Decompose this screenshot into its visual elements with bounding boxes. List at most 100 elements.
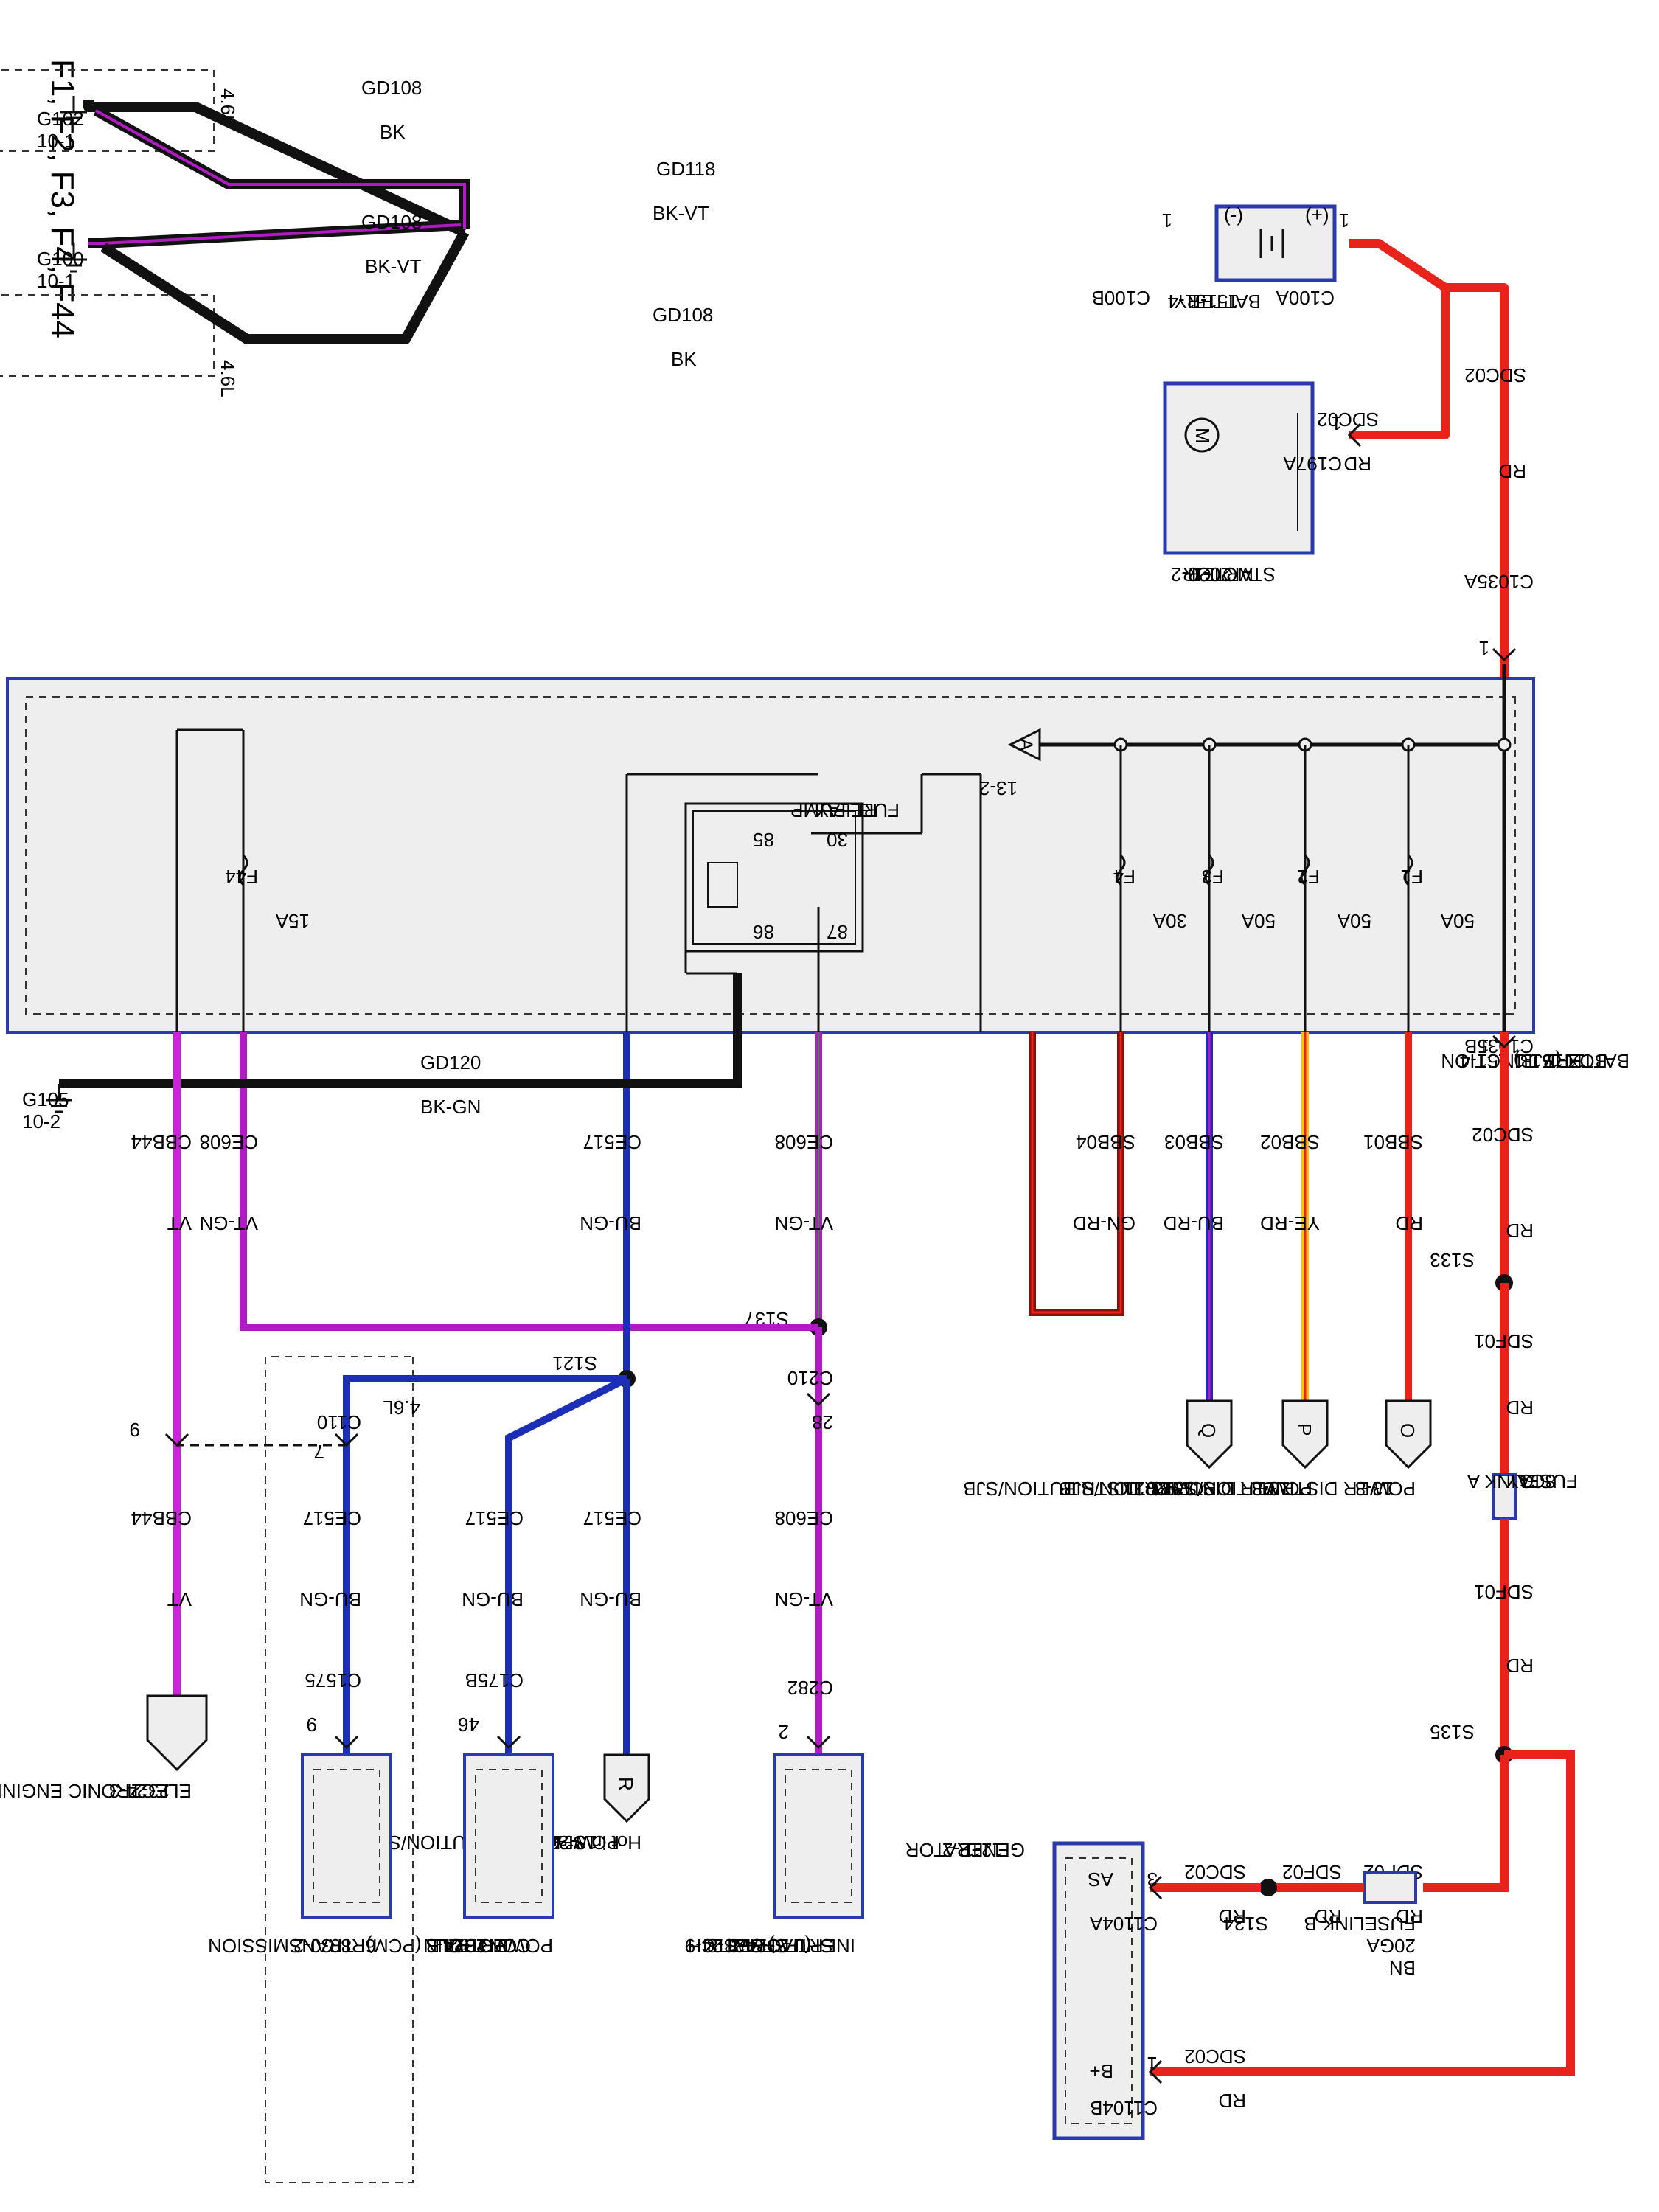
trans-ref: 30-2	[293, 1935, 332, 1957]
sdc02-bat-circuit: SDC02	[1464, 364, 1526, 386]
gd118-color: BK-VT	[653, 202, 709, 224]
sbb03-circuit: SBB03	[1164, 1131, 1224, 1153]
c175b-pin: 46	[458, 1714, 479, 1736]
ce517-c-circuit: CE517	[465, 1507, 524, 1529]
wire-sdf02-a	[1423, 1755, 1509, 1892]
c1035b-icon	[1492, 1034, 1517, 1049]
sdf02-a-color: RD	[1395, 1905, 1423, 1927]
bjb-name: BATTERY JUNCTION	[1441, 1050, 1630, 1072]
c175b-icon	[496, 1735, 521, 1750]
battery-ref1: 151-1	[1190, 291, 1239, 313]
bjb-name2: BOX (BJB)	[1514, 1050, 1607, 1072]
sdf01-b-color: RD	[1506, 1655, 1534, 1677]
battery-minus-icon: (-)	[1224, 204, 1243, 226]
pcm-name3: MODULE (PCM)	[366, 1935, 509, 1957]
c1575-pin: 9	[307, 1714, 317, 1736]
c100a-pin: 1	[1339, 209, 1349, 232]
gd108-bottom-color: BK	[671, 348, 697, 370]
c-eec-pin: 9	[130, 1419, 140, 1441]
starter-name: STARTER	[1188, 563, 1276, 585]
fuse-f44-rating: 15A	[275, 910, 310, 932]
wire-sbb04	[1029, 1032, 1124, 1316]
battery-name: BATTERY	[1174, 291, 1261, 313]
s134-label: S134	[1223, 1913, 1268, 1935]
gd108-top-circuit: GD108	[361, 77, 422, 99]
ifs-ref1: 23-7 23-8	[707, 1935, 789, 1957]
flag-p-label: POWER DISTRIBUTION/SJB	[1059, 1478, 1312, 1500]
c197a-pin: 1	[1332, 412, 1342, 434]
fuse-f44-id: F44	[225, 866, 258, 888]
sdf02-b-circuit: SDF02	[1282, 1861, 1342, 1883]
bjb-outer	[6, 677, 1535, 1034]
c1035b-id: C1035B	[1464, 1035, 1534, 1057]
fuse-f1-rating: 50A	[1440, 910, 1475, 932]
fuselink-b-name: FUSELINK B	[1304, 1913, 1416, 1935]
flag-q: Q POWER DISTRIBUTION/SJB 13-20 13-21	[963, 1399, 1233, 1500]
flag-q-letter: Q	[1197, 1423, 1220, 1438]
eec-ref1: 23-2	[131, 1780, 170, 1802]
fuselink-a-size: 8GA	[1517, 1470, 1556, 1492]
ce608-a-color: VT-GN	[775, 1212, 833, 1234]
c1035b-pin: 1	[1479, 1035, 1489, 1057]
ce517-d-color: BU-GN	[299, 1588, 361, 1610]
pcm-ref1: 23-2	[448, 1935, 487, 1957]
sdc02-starter-circuit: SDC02	[1317, 408, 1379, 431]
bjb-ref2: 151-1 151-4	[1460, 1050, 1563, 1072]
generator: AS B+ GENERATOR 12-1 12-2	[905, 1839, 1145, 2140]
c210-icon	[806, 1392, 831, 1407]
c1104b-pin: 1	[1147, 2053, 1158, 2075]
ground-g105	[46, 1084, 72, 1113]
c1104a-pin: 3	[1147, 1868, 1158, 1891]
s135-label: S135	[1430, 1721, 1475, 1743]
flag-a-icon	[1007, 728, 1041, 762]
starter-name2: MOTOR	[1183, 563, 1253, 585]
c197a-id: C197A	[1283, 453, 1342, 475]
ce608-b-circuit: CE608	[200, 1131, 259, 1153]
trans-name2: TRANSMISSION	[208, 1935, 354, 1957]
engine-label-trans: 4.6L	[383, 1397, 420, 1419]
cbb44-a-color: VT	[167, 1212, 192, 1234]
pcm-ref2: 24-3	[426, 1935, 465, 1957]
sbb01-circuit: SBB01	[1363, 1131, 1423, 1153]
wire-ce517-d	[343, 1375, 627, 1755]
s121-label: S121	[552, 1352, 597, 1374]
c1575-icon	[334, 1735, 359, 1750]
flag-p: P POWER DISTRIBUTION/SJB 13-8	[1059, 1399, 1329, 1500]
battery-ref2: 151-4	[1168, 291, 1217, 313]
wire-gd120	[59, 973, 742, 1088]
sdc02-starter-color: RD	[1343, 453, 1371, 475]
cbb44-b-circuit: CBB44	[131, 1507, 192, 1529]
flag-p-ref: 13-8	[1252, 1478, 1290, 1500]
relay-pin-85: 85	[753, 829, 774, 851]
starter-motor: M STARTER MOTOR 20-1 20-2	[1163, 381, 1315, 585]
c110-icon	[334, 1433, 359, 1447]
gd118-circuit: GD118	[656, 158, 715, 180]
wire-sdc02-gen-b	[1150, 1750, 1575, 2076]
battery-plus-icon: (+)	[1305, 204, 1329, 226]
c1104a-icon	[1148, 1875, 1163, 1900]
flag-q-label: POWER DISTRIBUTION/SJB	[963, 1478, 1217, 1500]
ce517-a-circuit: CE517	[583, 1131, 642, 1153]
fuse-f44: F44 15A	[175, 728, 310, 1032]
fuel-pump-relay: 30 85 86 87 FUEL PUMP RELAY	[625, 773, 982, 1032]
c-eec-icon	[164, 1433, 189, 1447]
g105-id: G105	[22, 1088, 69, 1110]
eec-name: ELECTRONIC ENGINE CONTROLS	[0, 1780, 192, 1802]
c1104a-id: C1104A	[1089, 1913, 1158, 1935]
ground-wires: 4.6L 4.6L	[0, 69, 470, 397]
fuselink-b: FUSELINK B 20GA BN	[1304, 1871, 1417, 1979]
ifs-ref2: 24-8 24-9	[685, 1935, 767, 1957]
ground-g102	[60, 96, 87, 125]
c100b-pin: 1	[1162, 209, 1172, 232]
g100-id: G100	[37, 248, 84, 270]
fuse-f2: F2 50A	[1298, 854, 1371, 932]
wire-gd108-top	[83, 100, 467, 237]
bjb-inner	[25, 696, 1516, 1015]
relay-pin-30: 30	[827, 829, 848, 851]
flag-o-letter: O	[1397, 1423, 1419, 1438]
gen-pin-as: AS	[1088, 1868, 1113, 1891]
eec-ref2: 24-3	[109, 1780, 147, 1802]
wire-sbb04-stripe	[1031, 1032, 1122, 1314]
sdc02-gen-b-circuit: SDC02	[1184, 2045, 1246, 2067]
